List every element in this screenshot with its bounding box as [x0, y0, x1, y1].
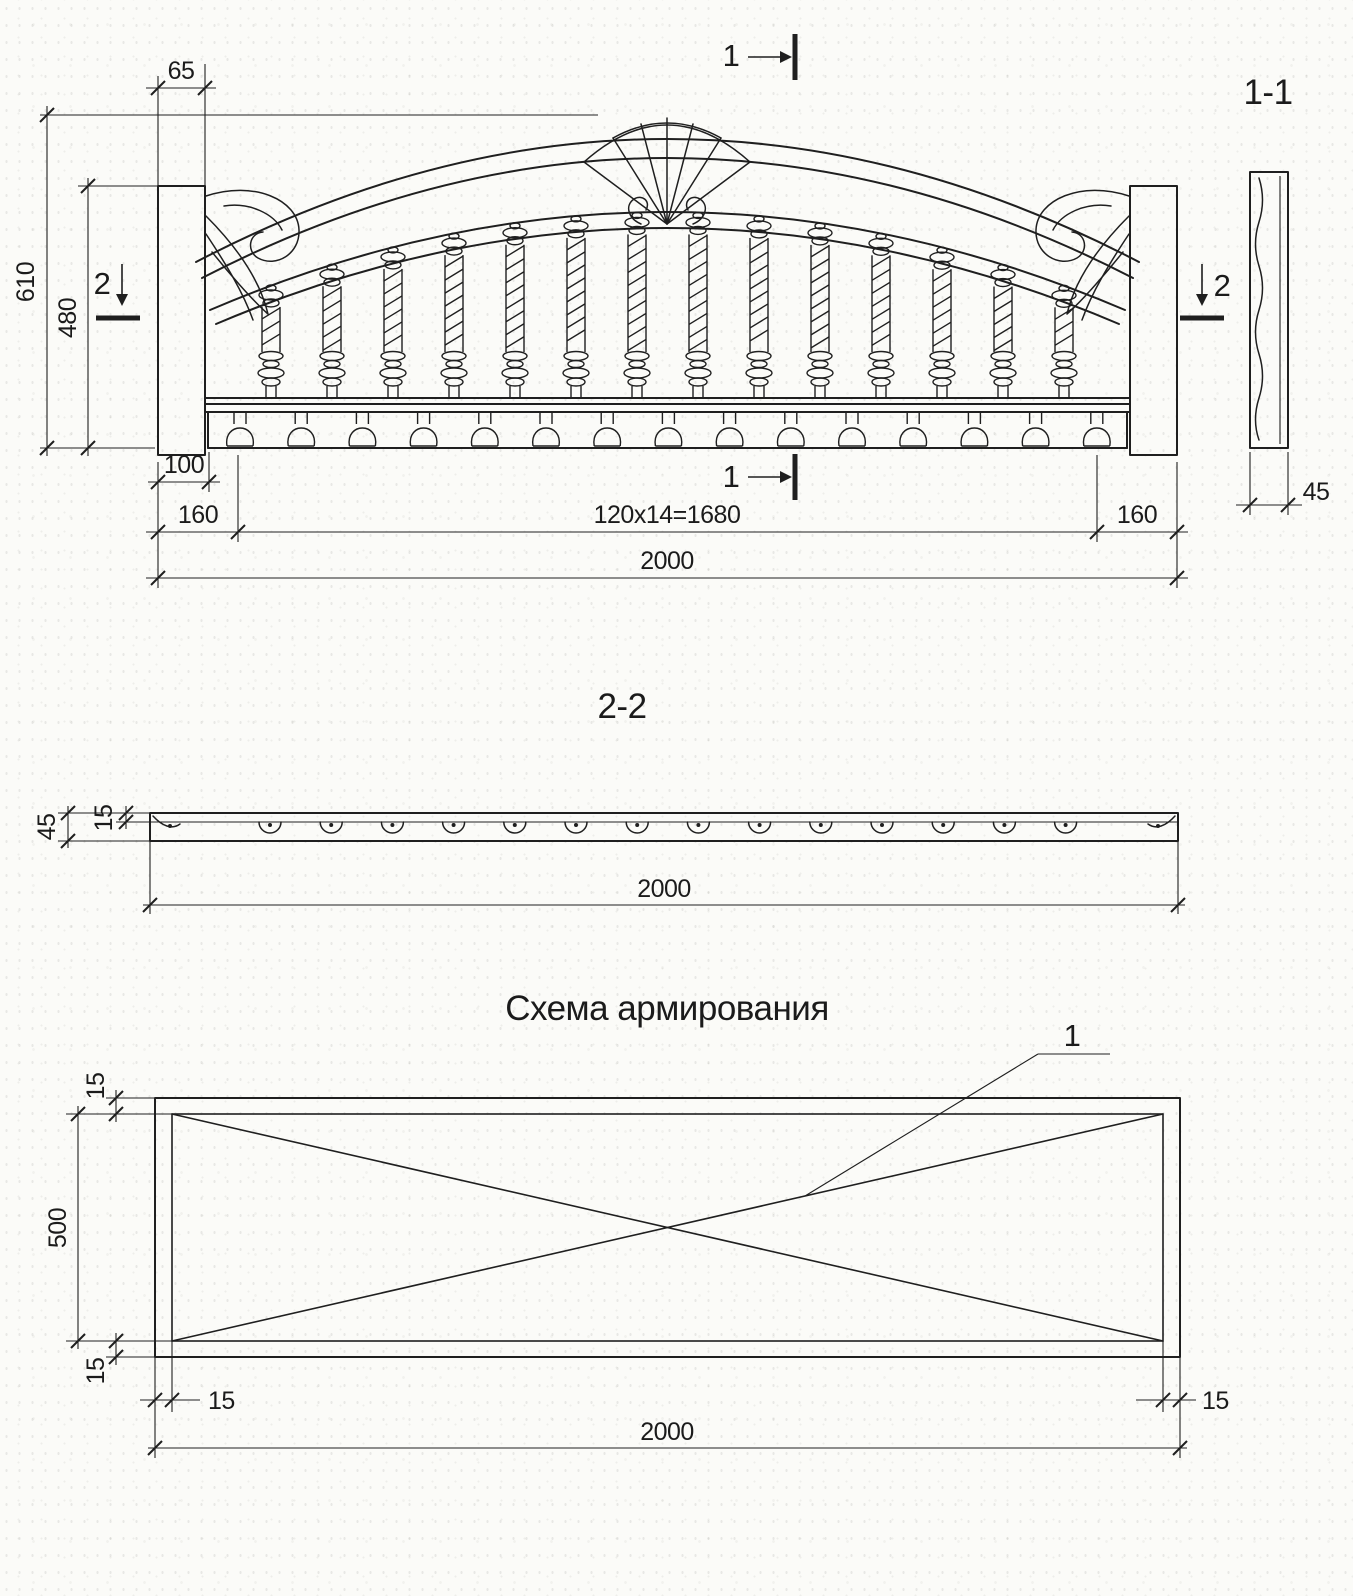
- section-2-2-view: 2-2 45 15 2000: [33, 687, 1185, 914]
- left-corner-scroll: [205, 189, 300, 321]
- fence-elevation: [157, 117, 1178, 456]
- reinforcement-title: Схема армирования: [505, 989, 829, 1028]
- rebar-diagonal-2: [171, 1113, 1164, 1342]
- finial-knobs: [226, 412, 1111, 447]
- dim-baluster-spacing: 120x14=1680: [594, 501, 741, 529]
- side-section-title: 1-1: [1243, 73, 1292, 112]
- rebar-callout: 1: [804, 1018, 1110, 1197]
- elevation-dimensions: [40, 64, 1302, 588]
- baluster-sockets: [168, 821, 1160, 834]
- side-section-outline: [1249, 171, 1289, 449]
- dim-right-margin: 160: [1117, 501, 1157, 529]
- rebar-frame: [171, 1113, 1164, 1342]
- dim-bottom-cover: 15: [82, 1358, 110, 1385]
- section-2-2-title: 2-2: [597, 687, 646, 726]
- dim-top-cover: 15: [82, 1073, 110, 1100]
- section1-top-label: 1: [723, 38, 740, 73]
- dim-slab-width: 2000: [640, 1418, 694, 1446]
- right-corner-scroll: [1035, 189, 1130, 321]
- section-marks: 1 1 2 2: [94, 34, 1231, 500]
- dim-left-margin: 160: [178, 501, 218, 529]
- dim-slab-height: 500: [44, 1208, 72, 1248]
- dim-strip-width: 2000: [637, 875, 691, 903]
- dim-post-width: 65: [168, 57, 195, 85]
- dimension-ticks: [39, 80, 1296, 1456]
- bottom-rails: [204, 397, 1131, 449]
- right-post: [1129, 185, 1178, 456]
- dim-right-cover: 15: [1202, 1387, 1229, 1415]
- dim-total-width: 2000: [640, 547, 694, 575]
- side-section-profile: [1254, 177, 1264, 441]
- section2-left-label: 2: [94, 266, 111, 301]
- dim-panel-height: 480: [54, 298, 82, 338]
- palmette-fan: [583, 117, 751, 225]
- section2-right-label: 2: [1214, 268, 1231, 303]
- left-post: [157, 185, 206, 456]
- dim-strip-height: 45: [33, 814, 61, 841]
- section1-bottom-label: 1: [723, 459, 740, 494]
- section-2-2-dimensions: [58, 806, 1185, 914]
- section-2-2-strip: [149, 812, 1179, 842]
- dim-side-thickness: 45: [1303, 478, 1330, 506]
- balusters: [257, 211, 1078, 398]
- dim-left-cover: 15: [208, 1387, 235, 1415]
- side-section-view: 1-1 45: [1243, 73, 1329, 506]
- dim-strip-top-offset: 15: [90, 805, 118, 832]
- slab-outline: [154, 1097, 1181, 1358]
- dim-total-height: 610: [12, 262, 40, 302]
- rebar-callout-label: 1: [1064, 1018, 1081, 1053]
- reinforcement-view: Схема армирования 1 15 500: [44, 989, 1229, 1458]
- dim-bottom-offset: 100: [164, 451, 204, 479]
